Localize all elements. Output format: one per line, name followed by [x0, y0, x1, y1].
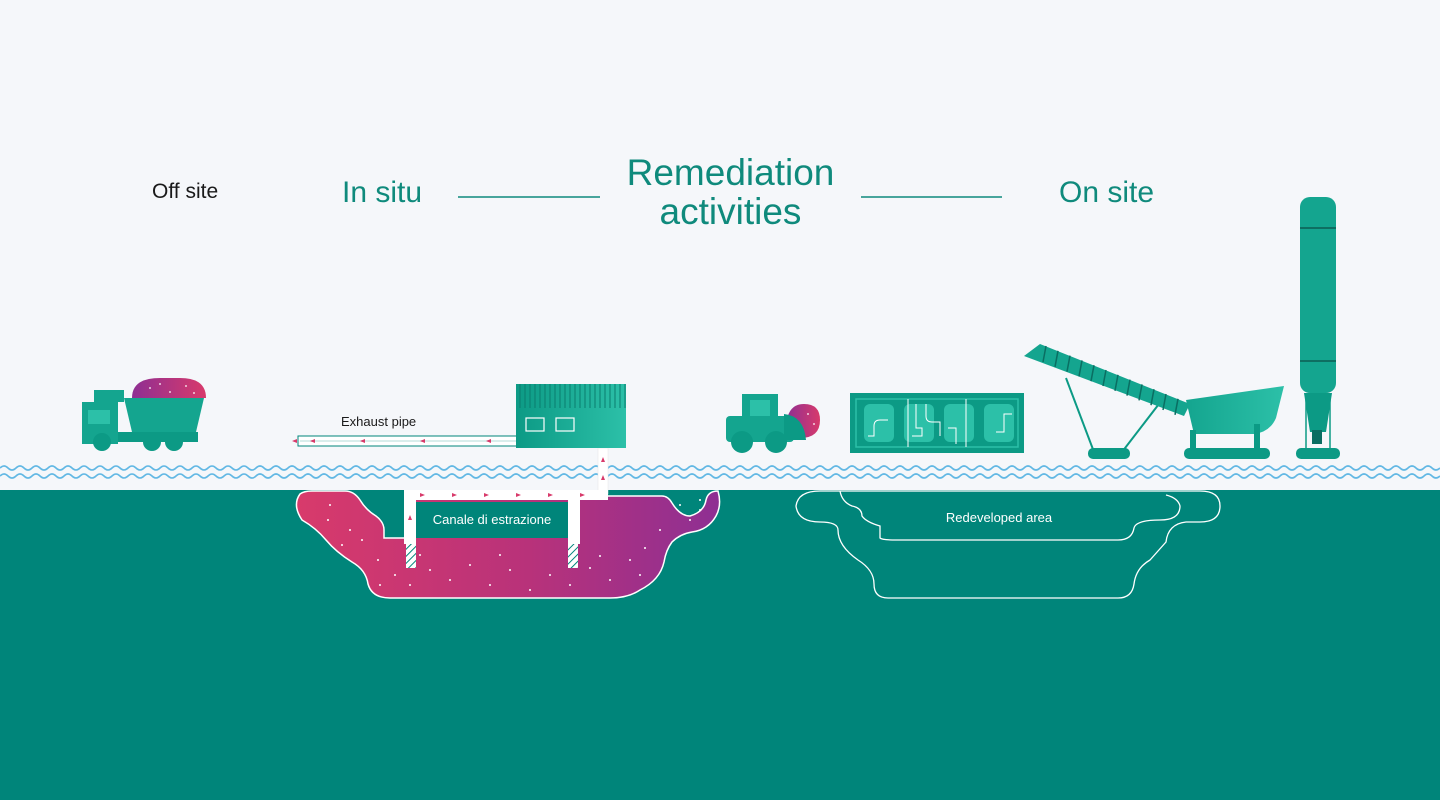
particle — [469, 564, 471, 566]
flow-arrows — [408, 457, 605, 520]
particle — [569, 584, 571, 586]
flow-arrow — [548, 493, 553, 497]
flow-arrow — [408, 515, 412, 520]
particle — [639, 574, 641, 576]
particle — [419, 554, 421, 556]
exhaust-arrow — [360, 439, 365, 443]
loader-vehicle — [726, 394, 820, 453]
particle — [409, 584, 411, 586]
exhaust-arrow — [292, 439, 297, 443]
conveyor-rib — [1102, 369, 1107, 387]
conveyor-rib — [1174, 398, 1179, 415]
main-title-line2: activities — [659, 190, 802, 232]
particle — [599, 555, 601, 557]
screening-conveyor — [1024, 344, 1284, 459]
particle — [679, 504, 681, 506]
redeveloped-area-outline — [795, 490, 1221, 599]
flow-arrow — [580, 493, 585, 497]
particle — [394, 574, 396, 576]
particle — [499, 554, 501, 556]
particle — [327, 519, 329, 521]
flow-arrow — [601, 457, 605, 462]
conveyor-rib — [1138, 384, 1143, 401]
particle — [341, 544, 343, 546]
particle — [699, 499, 701, 501]
conveyor-rib — [1114, 374, 1119, 391]
surface-water-lines — [0, 465, 1440, 479]
flow-arrow — [452, 493, 457, 497]
silo — [1296, 197, 1340, 459]
extraction-channel-box — [416, 502, 568, 538]
particle — [379, 584, 381, 586]
redeveloped-area-label: Redeveloped area — [945, 510, 1053, 525]
particle — [449, 579, 451, 581]
flow-arrow — [484, 493, 489, 497]
particle — [589, 567, 591, 569]
wave-line — [0, 465, 1440, 471]
contaminant-particles — [327, 499, 701, 591]
treatment-building — [516, 384, 626, 448]
contaminated-plume — [295, 490, 721, 599]
conveyor-rib — [1042, 345, 1047, 363]
particle — [549, 574, 551, 576]
particle — [349, 529, 351, 531]
in-situ-title[interactable]: In situ — [342, 176, 423, 209]
exhaust-pipe-label: Exhaust pipe — [341, 414, 417, 429]
flow-arrow — [516, 493, 521, 497]
particle — [689, 519, 691, 521]
conveyor-rib — [1066, 355, 1071, 372]
treatment-container — [850, 393, 1024, 453]
main-title: Remediation activities — [600, 152, 861, 232]
dump-truck — [82, 378, 206, 451]
conveyor-rib — [1078, 360, 1083, 377]
particle — [629, 559, 631, 561]
ground — [0, 490, 1440, 800]
particle — [429, 569, 431, 571]
particle — [529, 589, 531, 591]
wave-line — [0, 473, 1440, 479]
particle — [659, 529, 661, 531]
conveyor-rib — [1054, 350, 1059, 367]
flow-arrow — [601, 475, 605, 480]
particle — [609, 579, 611, 581]
off-site-title[interactable]: Off site — [152, 180, 219, 203]
particle — [489, 584, 491, 586]
particle — [361, 539, 363, 541]
exhaust-arrow — [420, 439, 425, 443]
extraction-channel-label: Canale di estrazione — [432, 512, 552, 527]
conveyor-rib — [1090, 365, 1095, 382]
exhaust-arrow — [486, 439, 491, 443]
particle — [377, 559, 379, 561]
conveyor-rib — [1150, 389, 1155, 406]
exhaust-arrow — [310, 439, 315, 443]
particle — [329, 504, 331, 506]
particle — [509, 569, 511, 571]
conveyor-rib — [1126, 379, 1131, 396]
particle — [699, 509, 701, 511]
particle — [644, 547, 646, 549]
on-site-title[interactable]: On site — [1059, 176, 1155, 209]
conveyor-rib — [1162, 393, 1167, 411]
exhaust-flow-arrows — [292, 439, 491, 443]
main-title-line1: Remediation — [626, 152, 835, 193]
flow-arrow — [420, 493, 425, 497]
